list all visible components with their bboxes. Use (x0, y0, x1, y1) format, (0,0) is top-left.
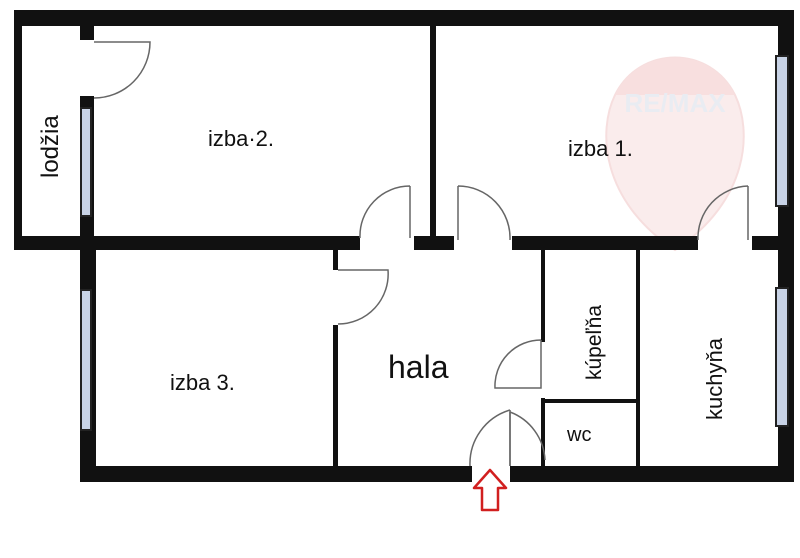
watermark-text: RE/MAX (624, 88, 726, 118)
room-label-kuchyna: kuchyňa (702, 337, 727, 420)
room-label-wc: wc (566, 424, 591, 446)
room-label-kupelna: kúpeľňa (583, 305, 606, 380)
window-kuchyna (775, 287, 789, 427)
window-lodzia (80, 107, 92, 217)
door-lodzia (93, 41, 151, 99)
entrance-arrow-icon (472, 468, 508, 512)
door-entrance (469, 409, 511, 467)
room-label-izba3: izba 3. (170, 370, 235, 395)
remax-watermark: RE/MAX (605, 56, 745, 252)
door-izba1-left (457, 185, 511, 241)
door-izba1-right (697, 185, 749, 241)
room-label-izba2: izba·2. (208, 126, 274, 151)
door-kupelna (494, 339, 542, 389)
room-label-izba1: izba 1. (568, 136, 633, 161)
window-izba3 (80, 289, 92, 431)
room-label-lodzia: lodžia (37, 115, 64, 178)
door-izba2 (359, 185, 411, 239)
door-wc (509, 411, 546, 466)
room-label-hala: hala (388, 349, 449, 385)
door-izba3 (337, 269, 389, 325)
windows (80, 55, 789, 431)
doors (93, 41, 749, 467)
window-izba1 (775, 55, 789, 207)
